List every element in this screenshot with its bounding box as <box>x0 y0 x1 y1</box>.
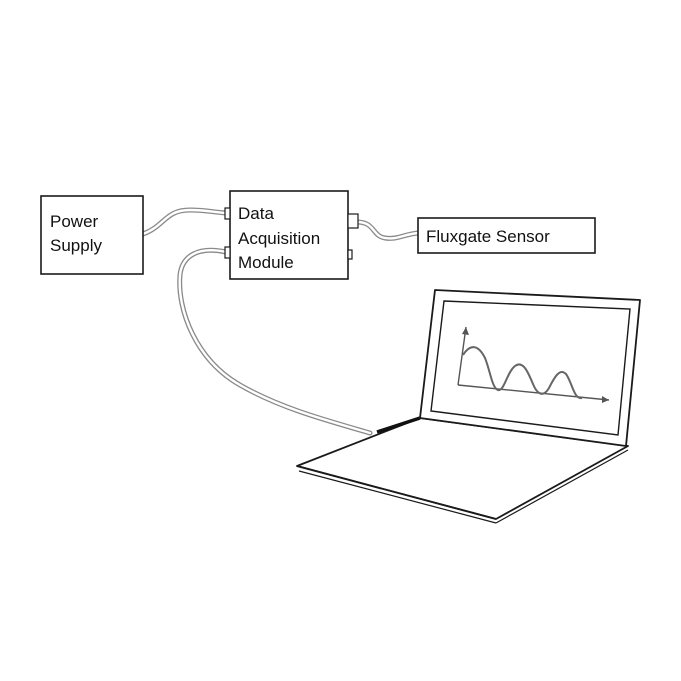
cable-daq-to-laptop <box>177 247 373 436</box>
plot-x-axis <box>457 384 610 401</box>
laptop-icon <box>296 289 641 524</box>
plot-y-axis <box>457 326 467 386</box>
fluxgate-sensor-box: Fluxgate Sensor <box>417 217 596 254</box>
plot-waveform <box>462 346 583 400</box>
daq-label-line3: Module <box>238 253 294 272</box>
power-supply-box: Power Supply <box>40 195 144 275</box>
daq-label-line1: Data <box>238 204 274 223</box>
daq-usb-port <box>224 246 231 259</box>
daq-aux-port <box>347 249 353 260</box>
daq-sensor-port <box>347 213 359 229</box>
laptop-base-thickness <box>298 470 497 524</box>
plot-x-arrow <box>602 396 609 403</box>
daq-label-line2: Acquisition <box>238 229 320 248</box>
laptop-base-side-edge <box>495 449 629 524</box>
daq-power-port <box>224 207 231 220</box>
cable-power-to-daq <box>140 207 229 237</box>
power-supply-label-line1: Power <box>50 212 99 231</box>
waveform-plot-icon <box>457 326 610 403</box>
data-acquisition-module-box: Data Acquisition Module <box>224 190 359 280</box>
plot-y-arrow <box>462 327 469 335</box>
laptop-hinge-port <box>376 416 421 434</box>
laptop-base-front-edge <box>296 465 497 520</box>
power-supply-label-line2: Supply <box>50 236 102 255</box>
laptop-screen <box>430 300 631 436</box>
fluxgate-sensor-label: Fluxgate Sensor <box>426 227 550 246</box>
cable-daq-to-sensor <box>354 219 421 241</box>
